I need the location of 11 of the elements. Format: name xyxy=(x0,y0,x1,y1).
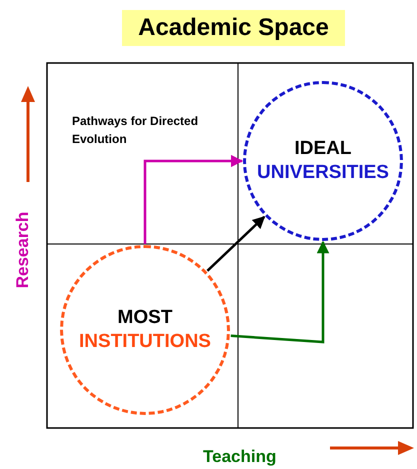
node-label: INSTITUTIONS xyxy=(79,330,211,354)
dashed-circle xyxy=(243,81,403,241)
dashed-circle xyxy=(60,245,230,415)
arrow xyxy=(230,240,330,344)
node-label: IDEAL xyxy=(294,137,352,161)
arrow xyxy=(144,154,244,244)
title: Academic Space xyxy=(122,10,345,46)
axis-label: Teaching xyxy=(203,447,278,467)
axis-label: Research xyxy=(13,210,33,290)
node-label: UNIVERSITIES xyxy=(257,161,389,185)
node-label: MOST xyxy=(118,306,172,330)
